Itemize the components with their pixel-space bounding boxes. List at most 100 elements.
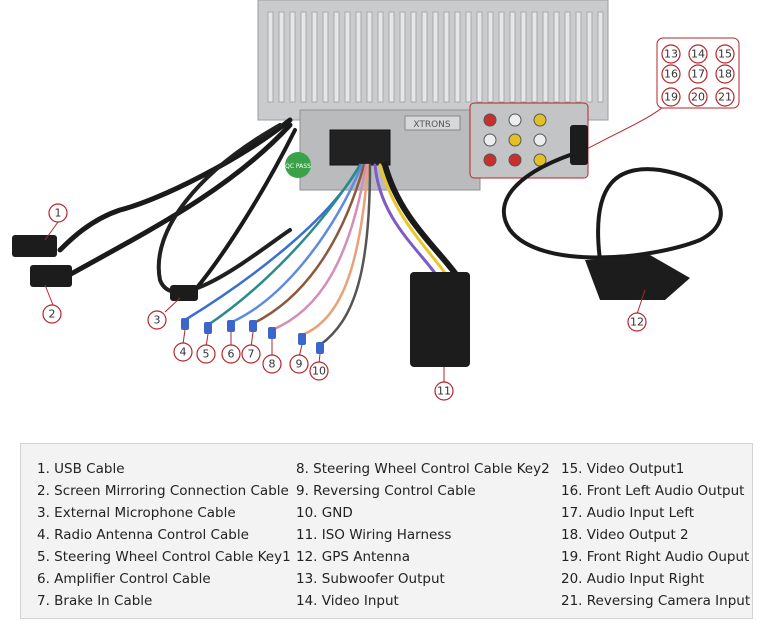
callout-circle [262,354,282,374]
heatsink-fin [575,11,582,103]
callout-circle [627,312,647,332]
callout-number: 16 [664,68,678,81]
callout-number: 2 [49,308,56,321]
callout-number: 18 [718,68,732,81]
legend-item: 15. Video Output1 [561,461,685,477]
legend-item: 5. Steering Wheel Control Cable Key1 [37,549,291,565]
legend-item: 18. Video Output 2 [561,527,689,543]
callout-16: 16 [661,64,681,84]
callout-19: 19 [661,87,681,107]
heatsink-fin [531,11,538,103]
callout-circle [688,87,708,107]
heatsink-fin [542,11,549,103]
heatsink-fin [267,11,274,103]
heatsink-fin [366,11,373,103]
legend-item: 8. Steering Wheel Control Cable Key2 [296,461,550,477]
heatsink-fin [487,11,494,103]
callout-circle [715,64,735,84]
iso-harness-connector [410,272,470,367]
callout-8: 8 [262,354,282,374]
callout-4: 4 [173,342,193,362]
callout-circle [42,304,62,324]
callout-3: 3 [147,310,167,330]
callout-10: 10 [309,361,329,381]
callout-circle [173,342,193,362]
callout-1: 1 [48,203,68,223]
legend-item: 13. Subwoofer Output [296,571,445,587]
callout-number: 19 [664,91,678,104]
callout-circle [715,44,735,64]
callout-number: 9 [296,358,303,371]
callout-5: 5 [196,344,216,364]
callout-9: 9 [289,354,309,374]
callout-20: 20 [688,87,708,107]
callout-number: 11 [437,385,451,398]
callout-number: 14 [691,48,705,61]
heatsink-fin [498,11,505,103]
callout-6: 6 [221,344,241,364]
legend-item: 1. USB Cable [37,461,125,477]
microphone-jack [170,285,198,301]
gps-port [570,125,588,165]
heatsink-fin [311,11,318,103]
callout-number: 10 [312,365,326,378]
heatsink-fin [553,11,560,103]
callout-7: 7 [241,344,261,364]
callout-number: 5 [203,348,210,361]
callout-circle [241,344,261,364]
callout-17: 17 [688,64,708,84]
callout-circle [688,44,708,64]
cable-bundle [57,74,723,347]
heatsink-fin [344,11,351,103]
legend-item: 7. Brake In Cable [37,593,153,609]
callout-circle [661,44,681,64]
heatsink-fin [520,11,527,103]
callout-12: 12 [627,312,647,332]
callout-circle [289,354,309,374]
callout-18: 18 [715,64,735,84]
heatsink-fin [443,11,450,103]
callout-number: 1 [55,207,62,220]
legend-item: 19. Front Right Audio Ouput [561,549,750,565]
heatsink-fin [597,11,604,103]
callout-number: 7 [248,348,255,361]
heatsink-fin [355,11,362,103]
legend-item: 11. ISO Wiring Harness [296,527,452,543]
legend-item: 12. GPS Antenna [296,549,410,565]
heatsink-fin [586,11,593,103]
rca-jack-panel [483,113,547,167]
legend-item: 6. Amplifier Control Cable [37,571,211,587]
legend-panel: 1. USB Cable 2. Screen Mirroring Connect… [20,443,753,619]
legend-column-1: 1. USB Cable 2. Screen Mirroring Connect… [37,458,291,612]
callout-15: 15 [715,44,735,64]
legend-item: 21. Reversing Camera Input [561,593,751,609]
heatsink-fin [421,11,428,103]
blue-wire-terminals [181,318,324,354]
usb-connectors [12,235,72,287]
heatsink-fin [322,11,329,103]
legend-item: 17. Audio Input Left [561,505,695,521]
callout-circle [196,344,216,364]
heatsink-fin [399,11,406,103]
callout-circle [715,87,735,107]
legend-item: 16. Front Left Audio Output [561,483,745,499]
callout-number: 15 [718,48,732,61]
legend-item: 10. GND [296,505,353,521]
legend-item: 3. External Microphone Cable [37,505,236,521]
heatsink-fin [289,11,296,103]
callout-number: 17 [691,68,705,81]
callout-number: 3 [154,314,161,327]
callout-circle [309,361,329,381]
gps-antenna [585,255,690,300]
legend-column-2: 8. Steering Wheel Control Cable Key2 9. … [296,458,550,612]
heatsink-fin [300,11,307,103]
callout-circle [661,87,681,107]
callout-circle [221,344,241,364]
head-unit: XTRONS QC PASS [257,0,609,191]
legend-item: 4. Radio Antenna Control Cable [37,527,249,543]
heatsink-fin [454,11,461,103]
callout-circle [688,64,708,84]
callout-circle [48,203,68,223]
callout-number: 21 [718,91,732,104]
legend-item: 2. Screen Mirroring Connection Cable [37,483,289,499]
